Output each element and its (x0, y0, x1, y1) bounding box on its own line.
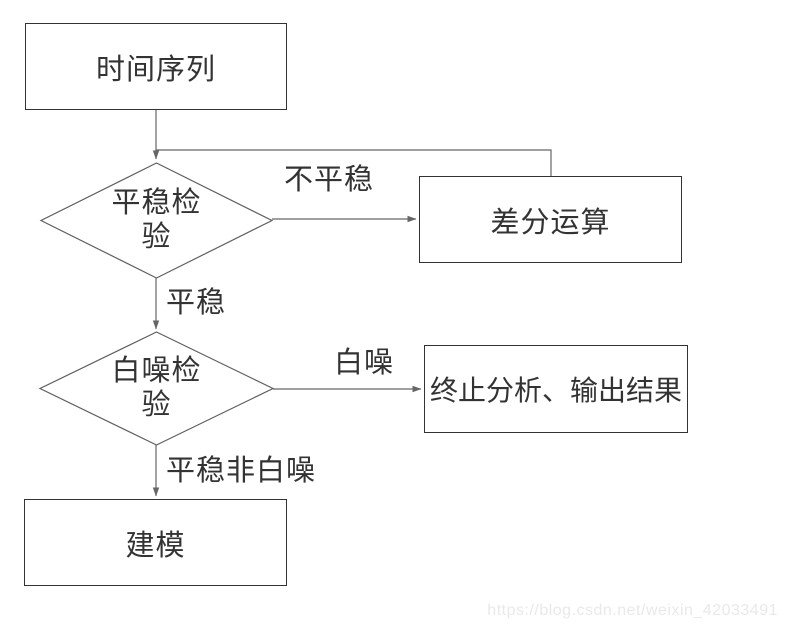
node-modeling: 建模 (24, 499, 287, 586)
edge-label-not-stationary: 不平稳 (284, 164, 375, 196)
edge-feedback-difference-to-stationarity (156, 149, 552, 176)
node-stationarity-test-label: 平稳检验 (111, 187, 202, 253)
node-difference-operation: 差分运算 (419, 176, 682, 263)
watermark: https://blog.csdn.net/weixin_42033491 (487, 602, 778, 619)
edge-label-stationary-non-white-noise: 平稳非白噪 (166, 455, 317, 487)
node-terminate-output-label: 终止分析、输出结果 (429, 375, 682, 406)
node-difference-operation-label: 差分运算 (490, 206, 611, 239)
stationarity-test-diamond (39, 162, 274, 279)
edge-label-white-noise: 白噪 (334, 347, 395, 379)
node-terminate-output: 终止分析、输出结果 (424, 345, 688, 433)
white-noise-test-diamond (38, 331, 275, 446)
node-time-series: 时间序列 (25, 23, 287, 110)
node-modeling-label: 建模 (125, 529, 186, 562)
node-white-noise-test-label: 白噪检验 (111, 355, 202, 421)
node-time-series-label: 时间序列 (95, 53, 216, 86)
edge-label-stationary: 平稳 (166, 287, 227, 319)
